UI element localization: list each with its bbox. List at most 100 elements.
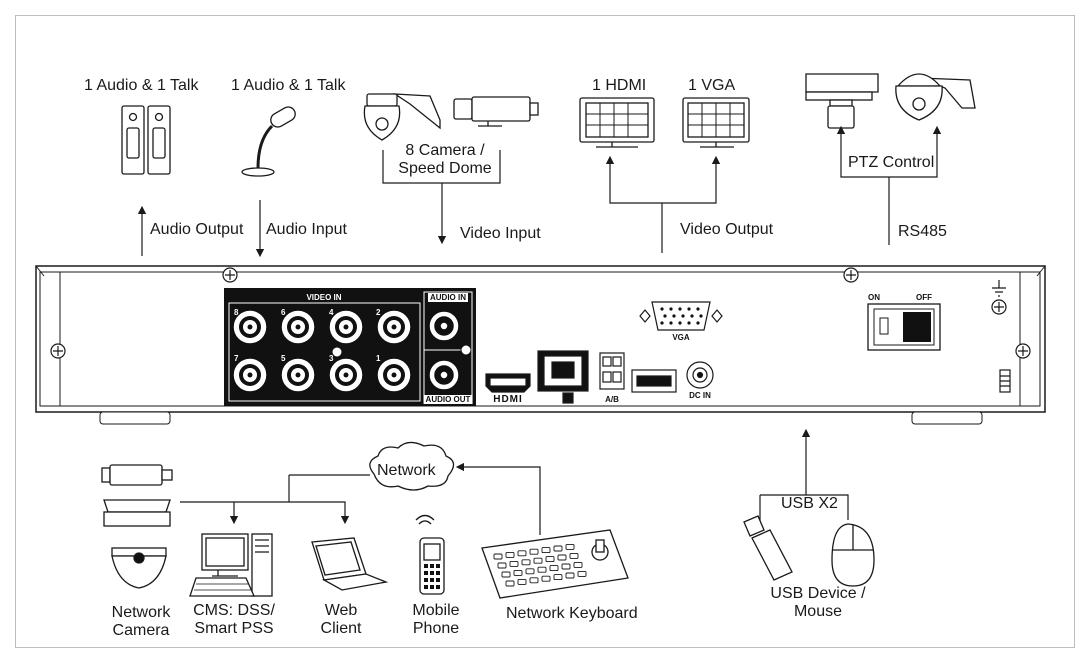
network-camera-icon [101, 464, 173, 589]
keyboard-key [573, 561, 583, 568]
phone-key [436, 578, 440, 582]
speed-dome-icon [363, 93, 441, 141]
audio-out-label: AUDIO OUT [423, 395, 473, 404]
keyboard-key [561, 563, 571, 570]
audio-in-label: AUDIO IN [428, 293, 468, 302]
phone-key [436, 585, 440, 589]
keyboard-key [505, 551, 515, 558]
mobile-phone-line1: Mobile [412, 602, 460, 619]
keyboard-key [493, 553, 503, 560]
power-switch[interactable] [867, 303, 941, 351]
audio-input-label: Audio Input [266, 221, 347, 238]
video-in-label: VIDEO IN [306, 293, 342, 302]
hdmi-logo: HDMI [493, 394, 523, 405]
video-input-label: Video Input [460, 225, 541, 242]
keyboard-key [533, 557, 543, 564]
keyboard-key [529, 577, 539, 584]
keyboard-key [557, 554, 567, 561]
video-output-label: Video Output [680, 221, 774, 238]
camera-label: 8 Camera / Speed Dome [398, 142, 491, 178]
top-connector-lines [137, 125, 942, 258]
audio-output-label: Audio Output [150, 221, 244, 238]
vga-pin [681, 314, 685, 318]
bnc-connector-icon [376, 357, 412, 393]
hdmi-monitor-icon [579, 97, 655, 148]
ptz-dome-icon [895, 73, 976, 121]
keyboard-key [513, 569, 523, 576]
channel-8-label: 8 [234, 308, 239, 317]
vga-pin [687, 307, 691, 311]
network-label: Network [377, 462, 436, 479]
diagram-frame [15, 15, 1075, 648]
keyboard-key [553, 545, 563, 552]
keyboard-key [517, 550, 527, 557]
cms-line2: Smart PSS [194, 620, 274, 637]
keyboard-key [509, 560, 519, 567]
network-keyboard-icon [481, 529, 629, 599]
ab-label: A/B [605, 395, 619, 404]
microphone-icon [241, 106, 296, 177]
usb-device-line2: Mouse [793, 603, 843, 620]
keyboard-key [517, 578, 527, 585]
bnc-connector-icon [232, 309, 268, 345]
keyboard-key [545, 556, 555, 563]
bnc-connector-icon [328, 309, 364, 345]
ptz-camera-icon [805, 73, 879, 129]
network-cloud-icon [369, 441, 455, 491]
network-camera-line2: Camera [112, 622, 170, 639]
bnc-connector-icon [376, 309, 412, 345]
phone-key [424, 564, 428, 568]
usb-device-label: USB Device / Mouse [770, 585, 865, 621]
phone-key [424, 585, 428, 589]
vga-pin [678, 321, 682, 325]
keyboard-key [525, 568, 535, 575]
usb-device-line1: USB Device / [770, 585, 866, 602]
vga-pin [690, 314, 694, 318]
keyboard-key [553, 574, 563, 581]
vga-monitor-icon [682, 97, 750, 148]
keyboard-key [541, 547, 551, 554]
vga-pin [696, 307, 700, 311]
channel-3-label: 3 [329, 354, 334, 363]
bnc-connector-icon [280, 357, 316, 393]
channel-4-label: 4 [329, 308, 334, 317]
camera-label-line1: 8 Camera / [405, 142, 485, 159]
keyboard-key [537, 566, 547, 573]
keyboard-key [549, 565, 559, 572]
vga-pin [669, 307, 673, 311]
mouse-icon [831, 523, 875, 587]
mobile-phone-icon [415, 514, 445, 595]
keyboard-key [541, 575, 551, 582]
mobile-phone-line2: Phone [412, 620, 460, 637]
box-camera-icon [453, 96, 539, 127]
vga-port-label: VGA [672, 333, 690, 342]
phone-key [430, 578, 434, 582]
vga-pin [678, 307, 682, 311]
vga-pin [696, 321, 700, 325]
keyboard-key [529, 548, 539, 555]
dc-in-label: DC IN [689, 391, 711, 400]
phone-key [424, 578, 428, 582]
channel-2-label: 2 [376, 308, 381, 317]
channel-6-label: 6 [281, 308, 286, 317]
bnc-connector-icon [232, 357, 268, 393]
keyboard-key [569, 552, 579, 559]
hdmi-label: 1 HDMI [592, 77, 647, 94]
mic-label: 1 Audio & 1 Talk [231, 77, 346, 94]
keyboard-key [521, 559, 531, 566]
vga-pin [660, 307, 664, 311]
desktop-computer-icon [189, 533, 273, 597]
cms-line1: CMS: DSS/ [193, 602, 275, 619]
usb-x2-label: USB X2 [781, 495, 838, 512]
bnc-connector-icon [328, 357, 364, 393]
vga-pin [669, 321, 673, 325]
phone-key [424, 571, 428, 575]
channel-7-label: 7 [234, 354, 239, 363]
keyboard-key [565, 572, 575, 579]
vga-pin [672, 314, 676, 318]
ptz-control-label: PTZ Control [848, 154, 935, 171]
keyboard-key [577, 570, 587, 577]
laptop-icon [311, 537, 389, 591]
network-camera-line1: Network [111, 604, 171, 621]
bnc-connector-icon [280, 309, 316, 345]
